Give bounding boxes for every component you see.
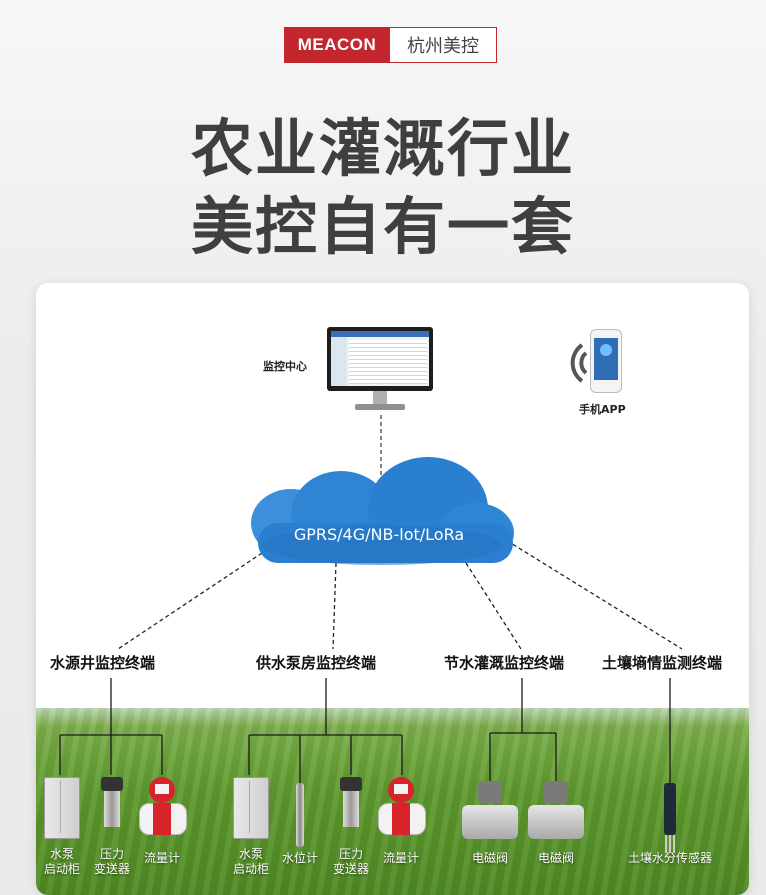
flowmeter-icon [139,777,187,835]
link-cloud-terminal-4 [500,536,683,650]
pump-cabinet-label-line1: 水泵 [238,847,263,861]
pressure-transmitter-label: 压力 变送器 [90,847,134,877]
pressure-transmitter-icon [100,777,124,827]
terminal-pump-house: 供水泵房监控终端 [256,654,377,672]
flowmeter-label: 流量计 [382,851,419,865]
pump-cabinet-label-line1: 水泵 [49,847,74,861]
system-diagram-card: 监控中心 手机APP GPRS/4G/NB-lot/LoRa 水源井监控终端 供… [36,283,749,895]
link-cloud-terminal-2 [332,562,337,650]
headline-line-1: 农业灌溉行业 [190,112,575,185]
link-cloud-terminal-1 [117,552,263,650]
connection-lines [59,415,683,783]
monitor-center-label: 监控中心 [263,360,307,373]
brand-logo: MEACON 杭州美控 [284,27,497,63]
pressure-transmitter-label: 压力 变送器 [329,847,373,877]
solenoid-valve-label: 电磁阀 [537,851,574,865]
pump-cabinet-icon [44,777,80,839]
tree-terminal-3 [489,678,557,781]
terminal-water-source: 水源井监控终端 [50,654,156,672]
pump-cabinet-label: 水泵 启动柜 [44,847,80,877]
network-label: GPRS/4G/NB-lot/LoRa [293,525,465,544]
pressure-label-line2: 变送器 [93,862,130,876]
pressure-label-line1: 压力 [99,847,124,861]
level-meter-label: 水位计 [281,851,318,865]
soil-moisture-sensor-icon [662,783,678,853]
pump-cabinet-label-line2: 启动柜 [44,862,81,876]
pressure-transmitter-icon [339,777,363,827]
terminal-soil-moisture: 土壤墒情监测终端 [602,654,723,672]
wireless-signal-icon [570,343,588,383]
flowmeter-label: 流量计 [143,851,180,865]
mobile-app-label: 手机APP [579,403,626,416]
solenoid-valve-icon [462,781,518,841]
logo-brand-text: MEACON [284,27,390,63]
pump-cabinet-label-line2: 启动柜 [233,862,270,876]
logo-company-name: 杭州美控 [390,27,497,63]
crop-rows [36,708,749,895]
headline-line-2: 美控自有一套 [190,190,575,263]
pump-cabinet-label: 水泵 启动柜 [233,847,269,877]
terminal-irrigation: 节水灌溉监控终端 [444,654,565,672]
monitor-icon [327,327,433,413]
link-cloud-terminal-3 [465,562,522,650]
solenoid-valve-icon [528,781,584,841]
tree-terminal-1 [59,678,163,775]
farmland-background [36,708,749,895]
pump-cabinet-icon [233,777,269,839]
tree-terminal-2 [248,678,403,783]
soil-sensor-label: 土壤水分传感器 [627,851,712,865]
cloud-shape [251,457,514,565]
level-meter-icon [292,783,308,847]
smartphone-icon [590,329,622,393]
flowmeter-icon [378,777,426,835]
solenoid-valve-label: 电磁阀 [471,851,508,865]
pressure-label-line1: 压力 [338,847,363,861]
pressure-label-line2: 变送器 [332,862,369,876]
